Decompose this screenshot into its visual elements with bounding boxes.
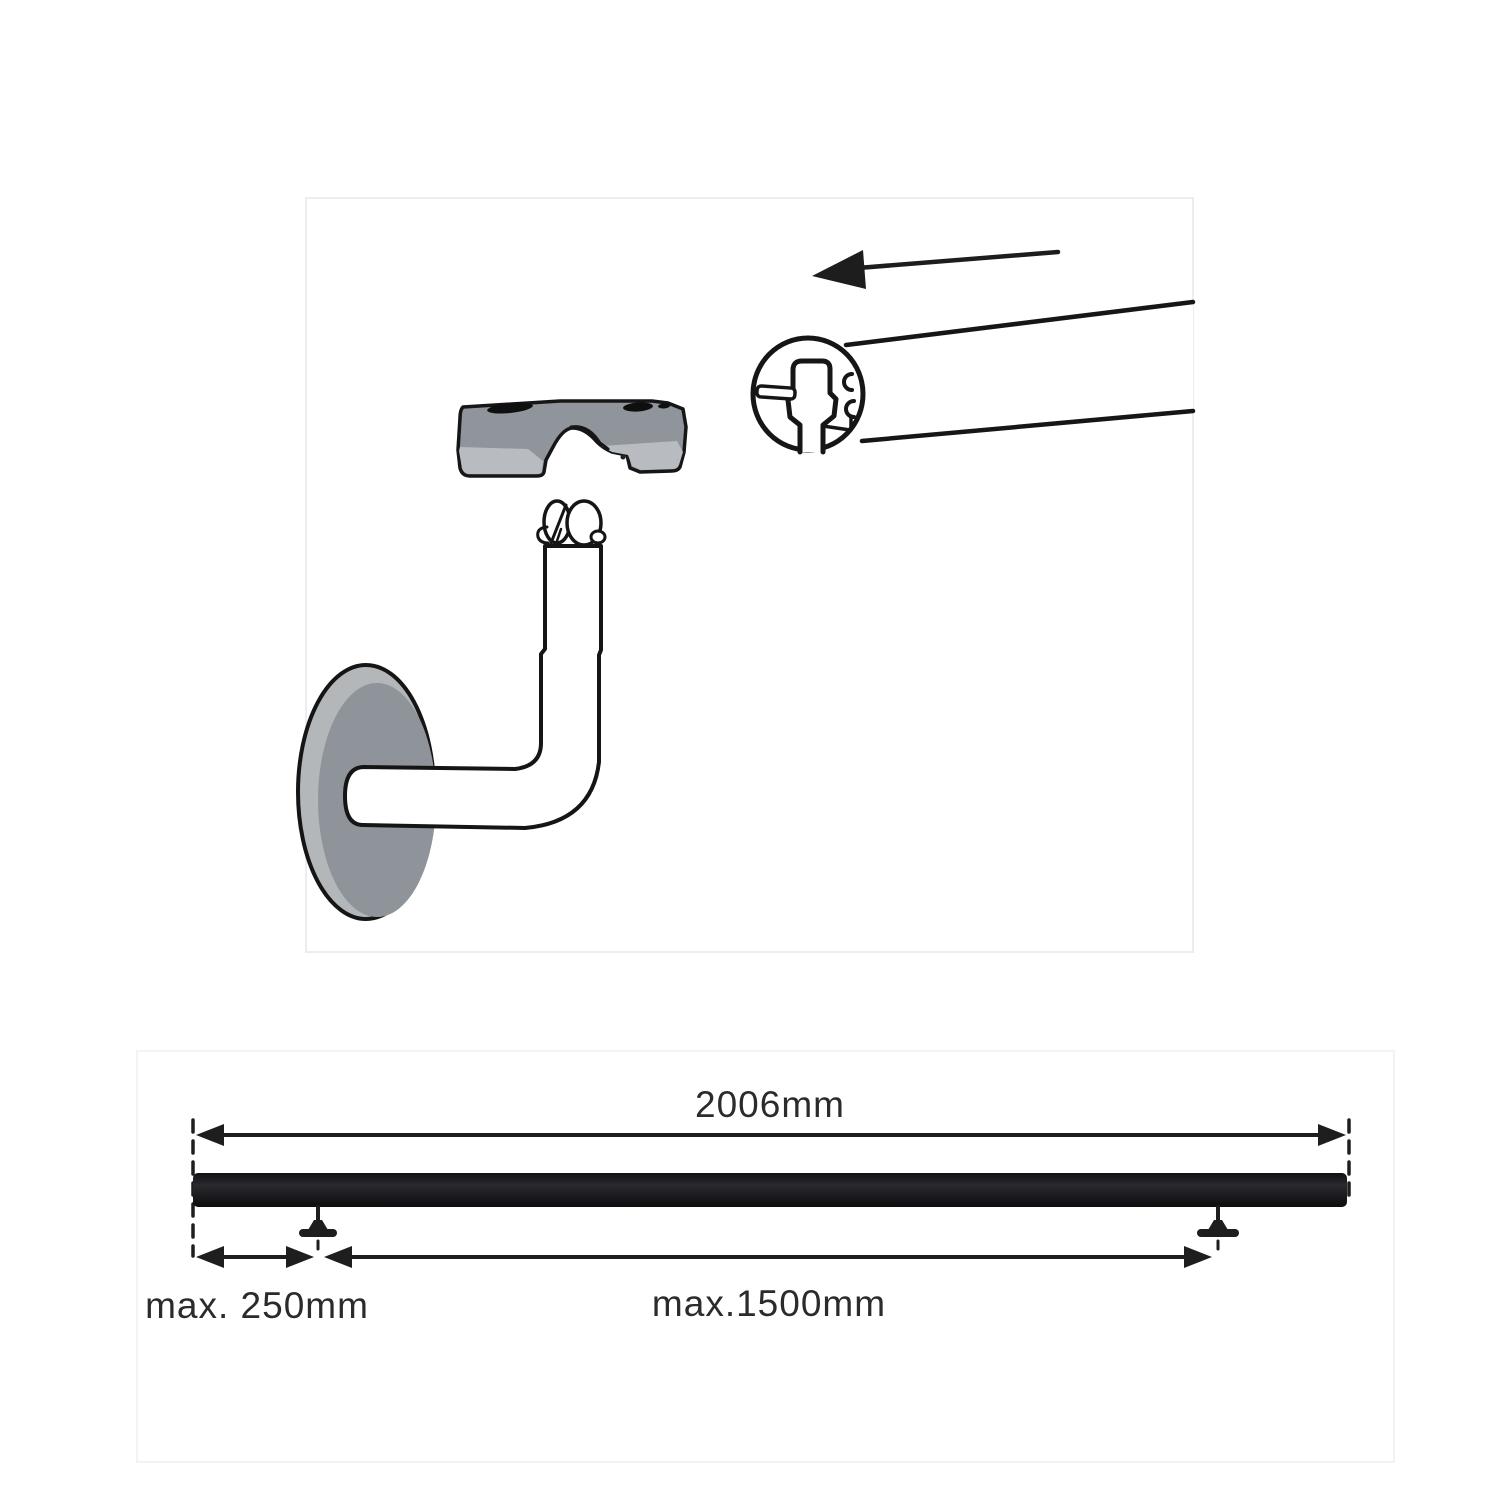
spacing-dim-arrow-left xyxy=(324,1246,352,1268)
faint-image-borders xyxy=(136,197,1395,1463)
bracket-marker-right xyxy=(1197,1205,1239,1256)
total-dim-arrow-left xyxy=(196,1124,224,1146)
bracket-left-cone xyxy=(308,1220,328,1230)
saddle-right-foot-face xyxy=(601,441,683,470)
offset-dim-arrow-left xyxy=(196,1246,224,1268)
dimension-end-offset: max. 250mm xyxy=(145,1246,369,1326)
tube-top-edge xyxy=(843,299,1196,348)
pin-split-line xyxy=(549,503,568,545)
handrail-tube xyxy=(750,299,1196,455)
saddle-left-slot xyxy=(487,402,533,414)
bracket-spacing-label: max.1500mm xyxy=(652,1283,886,1324)
bracket-arm xyxy=(343,544,603,830)
dimension-drawing: 2006mm max. 250mm max xyxy=(145,1084,1351,1326)
top-illustration-border xyxy=(305,197,1194,953)
bracket-right-cone xyxy=(1208,1220,1228,1230)
saddle-left-foot-face xyxy=(459,447,543,474)
tube-left-tab xyxy=(755,384,797,401)
dimension-bracket-spacing: max.1500mm xyxy=(324,1246,1212,1324)
pin-right-ear xyxy=(589,529,607,545)
insertion-arrow xyxy=(812,249,1061,289)
saddle-right-slot xyxy=(623,402,653,412)
tube-right-notch-upper xyxy=(842,372,854,392)
end-offset-label: max. 250mm xyxy=(145,1285,369,1326)
spacing-dim-arrow-right xyxy=(1184,1246,1212,1268)
tube-inner-shelf xyxy=(821,414,853,432)
total-length-label: 2006mm xyxy=(695,1084,845,1125)
arrow-shaft xyxy=(855,249,1061,271)
bracket-marker-left xyxy=(299,1205,337,1256)
total-dim-arrow-right xyxy=(1318,1124,1346,1146)
handrail-bar xyxy=(193,1173,1347,1207)
saddle-screw-dot xyxy=(620,454,626,460)
mounting-saddle xyxy=(456,399,688,478)
pin-tick-line xyxy=(555,527,563,543)
exploded-assembly-illustration xyxy=(296,249,1196,921)
bracket-left-base xyxy=(299,1229,337,1237)
bracket-right-base xyxy=(1197,1229,1239,1237)
pin-left-curl xyxy=(536,525,550,545)
bottom-drawing-border xyxy=(136,1050,1395,1463)
saddle-slot-mark xyxy=(658,403,670,409)
tube-bottom-edge xyxy=(859,408,1196,444)
tube-cross-section xyxy=(750,335,866,455)
arrow-head xyxy=(812,250,866,289)
wall-bracket xyxy=(296,499,607,921)
bracket-top-pin xyxy=(536,499,607,547)
saddle-arch-line xyxy=(569,425,610,451)
offset-dim-arrow-right xyxy=(286,1246,314,1268)
dimension-total-length: 2006mm xyxy=(196,1084,1346,1146)
tube-keyway-profile xyxy=(785,358,839,455)
